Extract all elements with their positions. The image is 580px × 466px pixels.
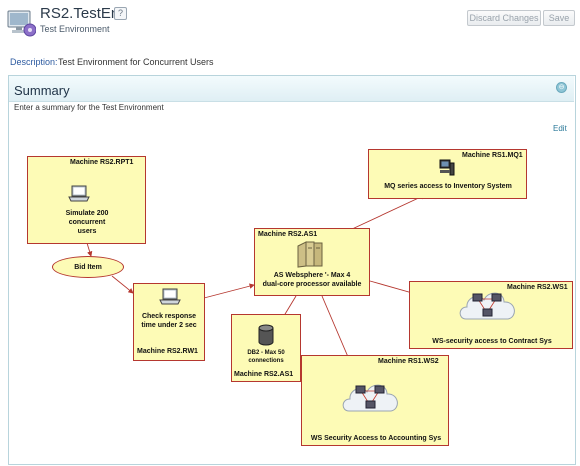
- summary-title: Summary: [14, 83, 70, 98]
- node-caption: WS Security Access to Accounting Sys: [310, 435, 442, 442]
- laptop-icon: [159, 287, 181, 312]
- database-icon: [258, 324, 274, 351]
- page-title: RS2.TestEnv: [40, 5, 127, 22]
- node-rs2-as1-db2[interactable]: DB2 - Max 50 connections Machine RS2.AS1: [231, 314, 301, 382]
- node-rs2-ws1[interactable]: Machine RS2.WS1 WS-security access to Co…: [409, 281, 573, 349]
- collapse-icon[interactable]: ⊖: [556, 82, 567, 93]
- node-title: Machine RS2.WS1: [507, 284, 568, 291]
- help-icon[interactable]: ?: [114, 7, 127, 20]
- arrow-rpt1-to-bid: [86, 242, 93, 257]
- node-rs2-rw1[interactable]: Check response time under 2 sec Machine …: [133, 283, 205, 361]
- node-title: Machine RS1.MQ1: [462, 152, 523, 159]
- edit-link[interactable]: Edit: [553, 124, 567, 133]
- node-title: Machine RS2.AS1: [258, 231, 318, 238]
- description-label: Description:: [10, 57, 58, 67]
- node-title: Machine RS1.WS2: [378, 358, 439, 365]
- node-title: Machine RS2.RPT1: [70, 159, 134, 166]
- laptop-icon: [68, 184, 90, 209]
- description-value[interactable]: Test Environment for Concurrent Users: [58, 57, 214, 67]
- network-cloud-icon: [456, 285, 520, 334]
- summary-text: Enter a summary for the Test Environment: [14, 103, 164, 112]
- node-title: Machine RS2.RW1: [137, 348, 198, 355]
- network-cloud-icon: [339, 377, 403, 426]
- node-caption: Check response time under 2 sec: [141, 313, 197, 329]
- node-caption: DB2 - Max 50 connections: [247, 350, 285, 364]
- bid-item-node[interactable]: Bid Item: [52, 256, 124, 278]
- node-rs2-rpt1[interactable]: Machine RS2.RPT1 Simulate 200 concurrent…: [27, 156, 146, 244]
- arrow-bid-to-rw1: [111, 275, 134, 294]
- arrow-as1-to-mq1: [349, 194, 426, 231]
- discard-changes-button[interactable]: Discard Changes: [467, 10, 541, 26]
- computer-icon: [6, 8, 37, 38]
- server-rack-icon: [295, 240, 327, 273]
- summary-panel-header: [9, 76, 574, 102]
- node-caption: WS-security access to Contract Sys: [432, 338, 552, 345]
- node-rs1-ws2[interactable]: Machine RS1.WS2 WS Security Access to Ac…: [301, 355, 449, 446]
- node-rs1-mq1[interactable]: Machine RS1.MQ1 MQ series access to Inve…: [368, 149, 527, 199]
- save-button[interactable]: Save: [543, 10, 575, 26]
- node-rs2-as1[interactable]: Machine RS2.AS1 AS Websphere '- Max 4 du…: [254, 228, 370, 296]
- bid-item-label: Bid Item: [74, 264, 102, 271]
- node-caption: AS Websphere '- Max 4 dual-core processo…: [262, 272, 362, 288]
- node-caption: Simulate 200 concurrent users: [65, 210, 109, 235]
- node-caption: MQ series access to Inventory System: [384, 183, 512, 190]
- arrow-rw1-to-as1: [203, 283, 255, 299]
- page-subtitle: Test Environment: [40, 24, 110, 34]
- node-title: Machine RS2.AS1: [234, 371, 294, 378]
- desktop-computer-icon: [439, 159, 455, 182]
